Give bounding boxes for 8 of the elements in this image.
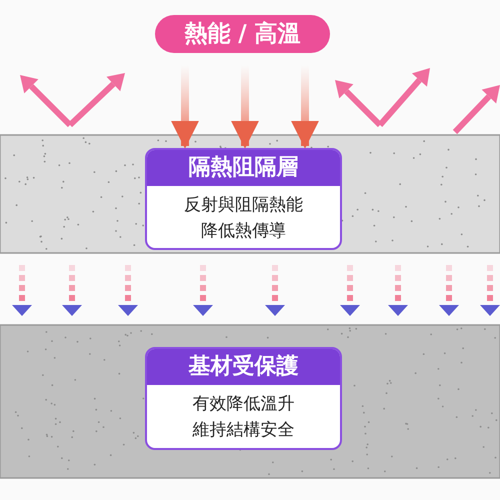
card-text: 反射與阻隔熱能降低熱傳導 <box>183 194 304 243</box>
card-heading: 隔熱阻隔層 <box>147 150 340 186</box>
info-card <box>145 148 342 250</box>
label-text: 熱能 / 高溫 <box>184 21 301 47</box>
card-text: 有效降低溫升維持結構安全 <box>192 393 296 442</box>
heat-pill <box>155 15 330 53</box>
info-card <box>145 347 342 450</box>
card-heading: 基材受保護 <box>147 349 340 385</box>
